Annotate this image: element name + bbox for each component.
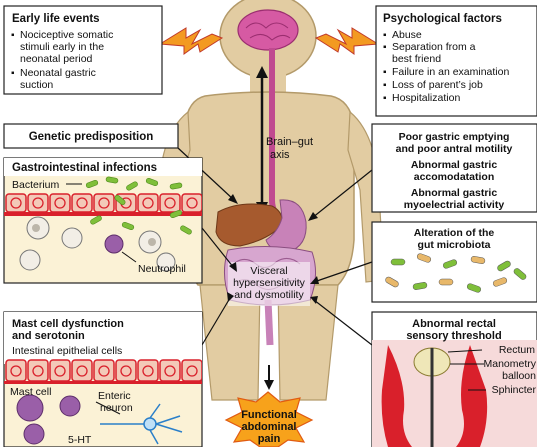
svg-text:Neonatal gastric: Neonatal gastric: [20, 67, 96, 79]
svg-text:Visceral: Visceral: [250, 265, 287, 277]
epithelial-cell: [94, 194, 114, 212]
bullet-icon: ▪: [383, 42, 387, 53]
epithelial-cell: [160, 194, 180, 212]
svg-text:Alteration of the: Alteration of the: [414, 227, 495, 239]
serotonin-label: 5-HT: [68, 434, 92, 446]
bullet-icon: ▪: [11, 68, 15, 79]
epithelial-cell: [182, 360, 202, 381]
svg-text:hypersensitivity: hypersensitivity: [233, 277, 306, 289]
gastric-box: Poor gastric emptying and poor antral mo…: [372, 124, 537, 212]
svg-text:neonatal period: neonatal period: [20, 53, 93, 65]
epithelial-cell: [94, 360, 114, 381]
epithelial-cell: [160, 360, 180, 381]
brain-shape: [238, 10, 298, 50]
epithelial-cell: [138, 360, 158, 381]
microbe-icon: [439, 279, 453, 285]
bacterium-label: Bacterium: [12, 179, 60, 191]
svg-text:axis: axis: [270, 149, 290, 161]
genetic-box: Genetic predisposition: [4, 124, 178, 148]
rectal-box: Abnormal rectal sensory threshold Rectum…: [372, 312, 537, 447]
svg-text:Abnormal rectal: Abnormal rectal: [412, 318, 496, 330]
infections-epithelium: [6, 194, 202, 212]
epithelial-cell: [28, 194, 48, 212]
mast-cell-box: Mast cell dysfunction and serotonin Inte…: [4, 312, 202, 447]
left-lightning-icon: [160, 28, 222, 54]
svg-text:gut microbiota: gut microbiota: [418, 239, 491, 251]
svg-text:balloon: balloon: [502, 370, 536, 382]
bullet-icon: ▪: [383, 93, 387, 104]
mast-cell-label: Mast cell: [10, 386, 51, 398]
svg-text:Abnormal gastric: Abnormal gastric: [411, 187, 498, 199]
epithelial-label: Intestinal epithelial cells: [12, 345, 122, 357]
svg-text:Poor gastric emptying: Poor gastric emptying: [399, 131, 510, 143]
svg-text:myoelectrial activity: myoelectrial activity: [404, 199, 505, 211]
svg-text:abdominal: abdominal: [241, 421, 296, 433]
svg-text:Genetic predisposition: Genetic predisposition: [29, 131, 154, 143]
epithelial-cell: [6, 194, 26, 212]
epithelial-cell: [50, 194, 70, 212]
infections-title: Gastrointestinal infections: [12, 162, 157, 174]
epithelial-cell: [72, 360, 92, 381]
bullet-icon: ▪: [11, 30, 15, 41]
mast-epithelium: [6, 360, 202, 381]
svg-text:Hospitalization: Hospitalization: [392, 92, 460, 104]
epithelial-cell: [6, 360, 26, 381]
early-life-title: Early life events: [12, 13, 100, 25]
svg-text:suction: suction: [20, 79, 53, 91]
bullet-icon: ▪: [383, 30, 387, 41]
svg-text:Loss of parent’s job: Loss of parent’s job: [392, 79, 483, 91]
svg-text:Separation from a: Separation from a: [392, 41, 476, 53]
svg-text:Nociceptive somatic: Nociceptive somatic: [20, 29, 113, 41]
outcome-arrow: [264, 365, 274, 390]
bullet-icon: ▪: [383, 80, 387, 91]
svg-text:and dysmotility: and dysmotility: [234, 289, 304, 301]
epithelial-cell: [28, 360, 48, 381]
svg-text:best friend: best friend: [392, 53, 441, 65]
psychological-title: Psychological factors: [383, 13, 502, 25]
manometry-label: Manometry: [483, 358, 536, 370]
neutrophil-label: Neutrophil: [138, 263, 186, 275]
sphincter-label: Sphincter: [492, 384, 537, 396]
svg-text:pain: pain: [258, 433, 281, 445]
epithelial-cell: [50, 360, 70, 381]
epithelial-cell: [116, 360, 136, 381]
svg-text:neuron: neuron: [100, 402, 133, 414]
microbe-icon: [391, 259, 405, 265]
microbiota-box: Alteration of the gut microbiota: [372, 222, 537, 302]
epithelial-cell: [138, 194, 158, 212]
svg-text:Abnormal gastric: Abnormal gastric: [411, 159, 498, 171]
svg-text:accomodatation: accomodatation: [414, 171, 495, 183]
rectum-label: Rectum: [499, 344, 535, 356]
svg-text:sensory threshold: sensory threshold: [406, 330, 501, 342]
psychological-box: Psychological factors ▪ Abuse ▪ Separati…: [376, 6, 537, 116]
svg-text:Functional: Functional: [241, 409, 297, 421]
svg-text:and poor antral motility: and poor antral motility: [396, 143, 513, 155]
infections-box: Gastrointestinal infections Bacterium Ne…: [4, 158, 202, 283]
svg-text:Mast cell dysfunction: Mast cell dysfunction: [12, 318, 124, 330]
svg-text:stimuli early in the: stimuli early in the: [20, 41, 104, 53]
epithelial-cell: [72, 194, 92, 212]
svg-text:Abuse: Abuse: [392, 29, 422, 41]
svg-text:Brain–gut: Brain–gut: [266, 136, 313, 148]
right-lightning-icon: [316, 28, 378, 54]
svg-text:and serotonin: and serotonin: [12, 330, 85, 342]
early-life-box: Early life events ▪ Nociceptive somatic …: [4, 6, 162, 94]
bullet-icon: ▪: [383, 67, 387, 78]
svg-text:Failure in an examination: Failure in an examination: [392, 66, 509, 78]
epithelial-cell: [182, 194, 202, 212]
visceral-label: Visceral hypersensitivity and dysmotilit…: [228, 262, 310, 306]
enteric-label: Enteric: [98, 390, 131, 402]
